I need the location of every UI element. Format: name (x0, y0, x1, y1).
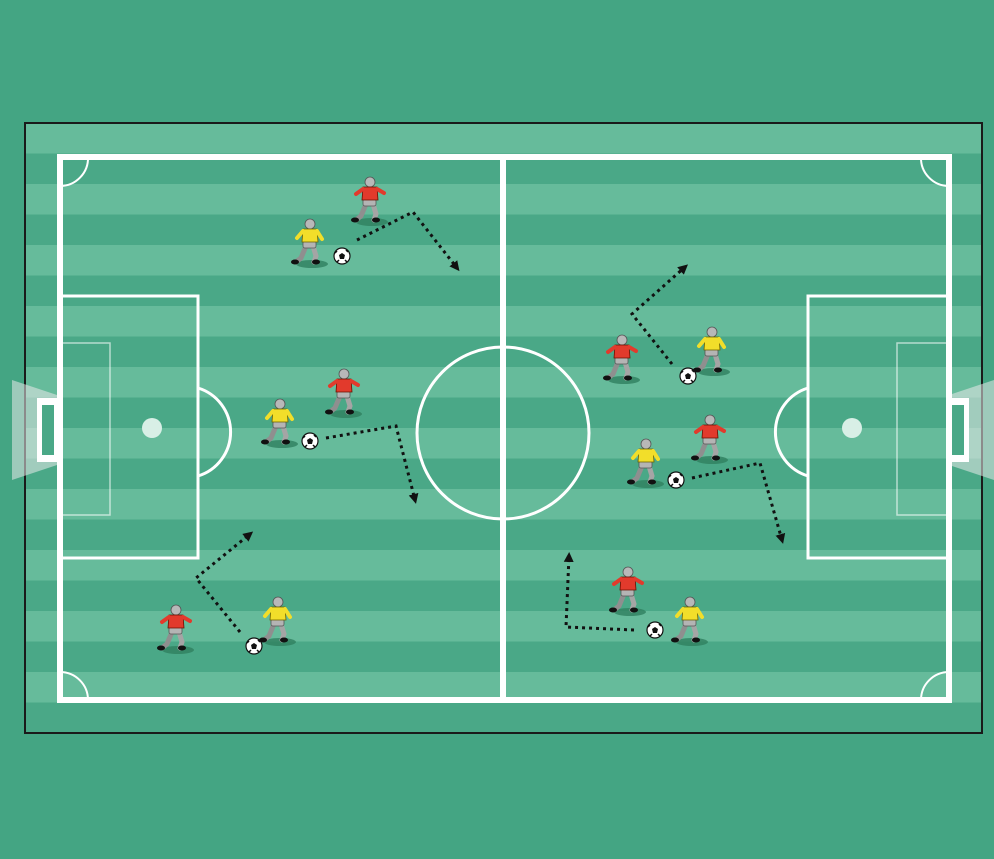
ball-icon (668, 472, 684, 488)
ball-icon (334, 248, 350, 264)
ball-icon (647, 622, 663, 638)
ball-icon (680, 368, 696, 384)
ball-icon (246, 638, 262, 654)
right-penalty-spot (842, 418, 862, 438)
left-penalty-spot (142, 418, 162, 438)
pitch-stripe (25, 123, 982, 154)
left-goal (12, 380, 57, 480)
right-goal (949, 380, 994, 480)
pitch-stripe (25, 703, 982, 734)
ball-icon (302, 433, 318, 449)
